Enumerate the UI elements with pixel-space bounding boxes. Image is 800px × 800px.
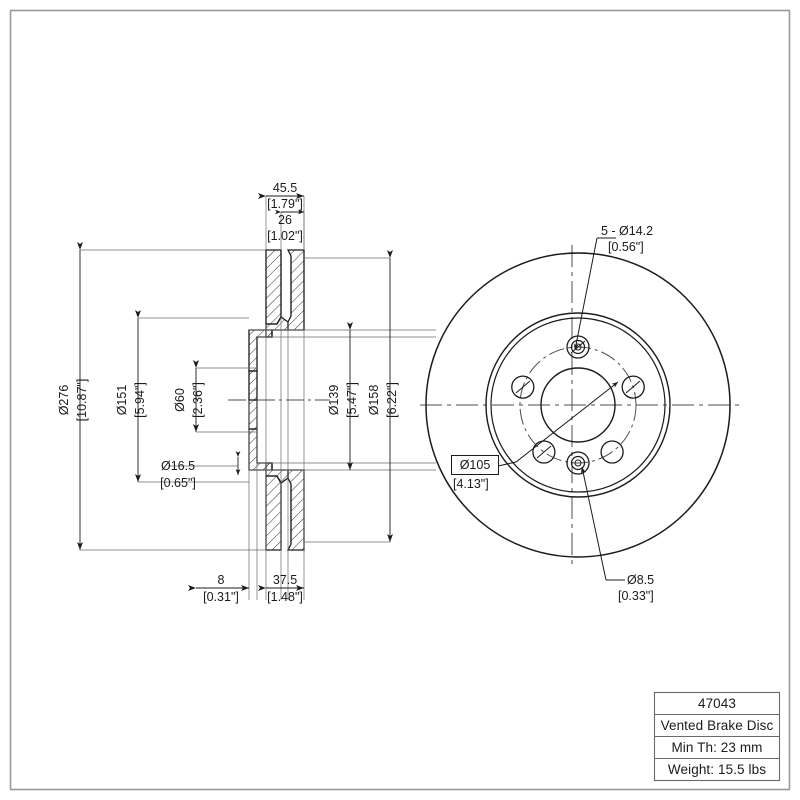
section-inboard-plate-upper bbox=[286, 249, 305, 331]
dim-inner-disc-mm: Ø139 bbox=[327, 385, 341, 416]
lug-hole-3 bbox=[600, 440, 624, 464]
dim-overall-width-mm: 45.5 bbox=[273, 181, 297, 195]
cross-section-geometry bbox=[228, 196, 436, 600]
dim-flange-thickness-inch: [0.31"] bbox=[203, 590, 239, 604]
dim-rotor-width-inch: [1.02"] bbox=[267, 229, 303, 243]
section-dimension-text: 45.5 [1.79"] 26 [1.02"] Ø276 [10.87"] Ø1… bbox=[57, 181, 399, 604]
lug-hole-2 bbox=[621, 375, 645, 399]
callout-bolt-circle-line2: [4.13"] bbox=[453, 477, 489, 491]
face-pilot-hole-bottom-group bbox=[566, 451, 590, 475]
face-pilot-holes bbox=[570, 339, 586, 355]
section-hat-bore-lower bbox=[248, 399, 258, 430]
callout-bolt-circle-line1: Ø105 bbox=[460, 458, 491, 472]
pilot-hole-top bbox=[570, 339, 586, 355]
dim-vent-band-mm: Ø158 bbox=[367, 385, 381, 416]
callout-lug-holes-line2: [0.56"] bbox=[608, 240, 644, 254]
dim-hat-diameter-mm: Ø151 bbox=[115, 385, 129, 416]
bolt-circle-callout-box bbox=[451, 455, 499, 475]
dim-hat-offset-inch: [1.48"] bbox=[267, 590, 303, 604]
title-block-part-number: 47043 bbox=[697, 695, 737, 711]
dim-hat-offset-mm: 37.5 bbox=[273, 573, 297, 587]
section-dimension-lines bbox=[77, 193, 393, 591]
face-leader-lines bbox=[497, 237, 625, 581]
dim-outer-diameter-mm: Ø276 bbox=[57, 385, 71, 416]
pilot-hole-bottom-outer bbox=[566, 451, 590, 475]
section-outboard-plate-lower bbox=[265, 475, 282, 551]
title-block-description: Vented Brake Disc bbox=[660, 717, 774, 733]
dim-hat-step-mm: Ø16.5 bbox=[161, 459, 195, 473]
face-hat-outer-circle bbox=[485, 312, 671, 498]
dim-overall-width-inch: [1.79"] bbox=[267, 197, 303, 211]
dim-rotor-width-mm: 26 bbox=[278, 213, 292, 227]
callout-pilot-holes-line1: Ø8.5 bbox=[627, 573, 654, 587]
dim-center-bore-inch: [2.36"] bbox=[191, 382, 205, 418]
callout-pilot-holes-line2: [0.33"] bbox=[618, 589, 654, 603]
dim-hat-diameter-inch: [5.94"] bbox=[133, 382, 147, 418]
leader-bolt-circle bbox=[497, 381, 619, 467]
face-callout-text: 5 - Ø14.2 [0.56"] Ø105 [4.13"] Ø8.5 [0.3… bbox=[453, 224, 654, 603]
leader-lug-line bbox=[573, 237, 598, 351]
face-hat-inner-circle bbox=[490, 317, 666, 493]
section-inboard-plate-lower bbox=[286, 469, 305, 551]
sheet-border bbox=[9, 9, 791, 791]
leader-pilot-line bbox=[580, 466, 607, 581]
title-block-weight: Weight: 15.5 lbs bbox=[667, 761, 767, 777]
section-hat-wall-lower bbox=[248, 428, 273, 471]
dim-center-bore-mm: Ø60 bbox=[173, 388, 187, 412]
face-outer-disc-circle bbox=[425, 252, 731, 558]
section-hat-bore-upper bbox=[248, 370, 258, 401]
pilot-hole-bottom bbox=[570, 455, 586, 471]
dim-outer-diameter-inch: [10.87"] bbox=[75, 379, 89, 422]
dim-hat-step-inch: [0.65"] bbox=[160, 476, 196, 490]
face-center-bore-circle bbox=[540, 367, 616, 443]
title-block-frame bbox=[653, 691, 781, 782]
section-outboard-plate-upper bbox=[265, 249, 282, 325]
lug-hole-4 bbox=[532, 440, 556, 464]
title-block-min-thickness: Min Th: 23 mm bbox=[671, 739, 763, 755]
section-projection-lines bbox=[248, 196, 436, 600]
dim-inner-disc-inch: [5.47"] bbox=[345, 382, 359, 418]
lug-hole-5 bbox=[511, 375, 535, 399]
callout-lug-holes-line1: 5 - Ø14.2 bbox=[601, 224, 653, 238]
face-lug-holes bbox=[511, 335, 645, 464]
dim-flange-thickness-mm: 8 bbox=[218, 573, 225, 587]
face-view-geometry bbox=[420, 237, 740, 581]
section-hat-wall-upper bbox=[248, 329, 273, 372]
pilot-hole-bottom-inner bbox=[574, 459, 582, 467]
dim-vent-band-inch: [6.22"] bbox=[385, 382, 399, 418]
